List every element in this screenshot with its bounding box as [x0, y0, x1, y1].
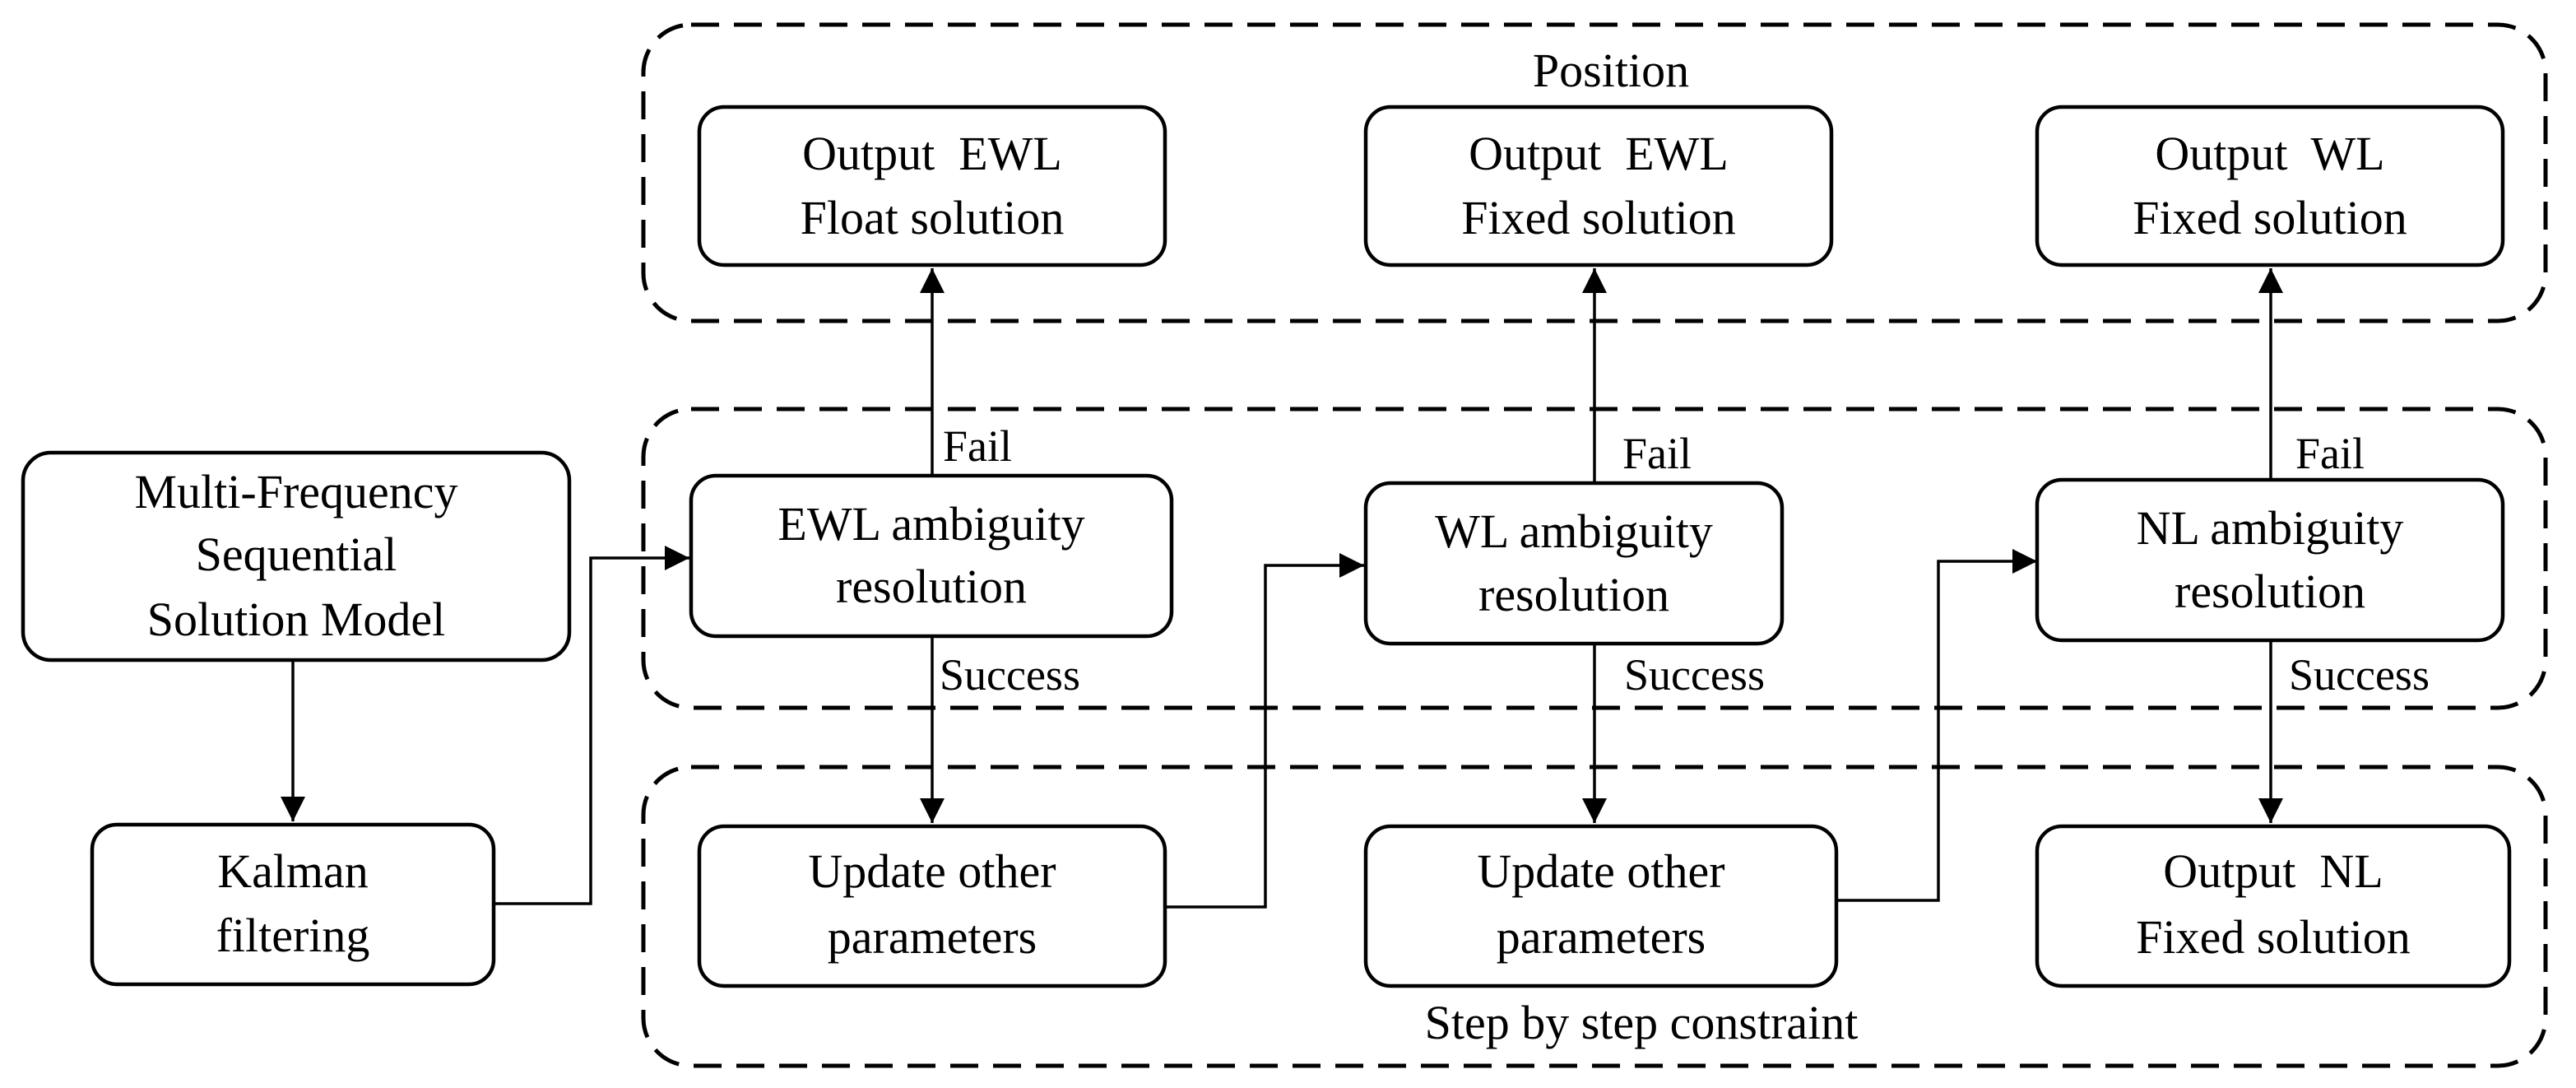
node-boxes — [21, 105, 2512, 988]
wl-ar-line-1: WL ambiguity — [1435, 504, 1713, 558]
ewl-ar-line-1: EWL ambiguity — [777, 497, 1084, 551]
wl-fixed-line-1: Output WL — [2155, 127, 2384, 180]
update1-line-2: parameters — [828, 910, 1037, 964]
step-constraint-group-label: Step by step constraint — [1425, 996, 1859, 1049]
kalman-line-1: Kalman — [217, 844, 369, 898]
ewl-fixed-line-1: Output EWL — [1469, 127, 1729, 180]
ewl-ar-box — [689, 473, 1174, 639]
ewl-fixed-box — [1363, 105, 1834, 267]
arrow-update2-to-nl-ar — [1836, 549, 2037, 902]
nl-ar-line-1: NL ambiguity — [2137, 501, 2404, 555]
wl-fixed-line-2: Fixed solution — [2133, 191, 2407, 244]
success-label-wl: Success — [1624, 650, 1765, 700]
nl-fixed-box — [2035, 824, 2512, 988]
node-labels: Multi-Frequency Sequential Solution Mode… — [134, 127, 2410, 964]
update1-box — [697, 824, 1167, 988]
success-label-nl: Success — [2289, 650, 2430, 700]
success-label-ewl: Success — [940, 650, 1080, 700]
ewl-float-box — [697, 105, 1167, 267]
wl-ar-line-2: resolution — [1478, 568, 1669, 621]
model-line-3: Solution Model — [147, 593, 446, 646]
position-group-label: Position — [1533, 44, 1689, 97]
update2-line-1: Update other — [1477, 844, 1724, 898]
kalman-line-2: filtering — [216, 909, 370, 962]
update2-line-2: parameters — [1497, 910, 1706, 964]
nl-ar-box — [2035, 477, 2505, 643]
nl-ar-line-2: resolution — [2175, 565, 2365, 618]
fail-label-nl: Fail — [2295, 429, 2365, 478]
fail-label-ewl: Fail — [943, 421, 1012, 471]
ewl-float-line-2: Float solution — [801, 191, 1065, 244]
update1-line-1: Update other — [808, 844, 1056, 898]
fail-label-wl: Fail — [1622, 429, 1692, 478]
nl-fixed-line-2: Fixed solution — [2136, 910, 2411, 964]
ewl-float-line-1: Output EWL — [802, 127, 1062, 180]
ewl-ar-line-2: resolution — [836, 560, 1027, 613]
ewl-fixed-line-2: Fixed solution — [1461, 191, 1736, 244]
arrow-kalman-to-ewl-ar — [494, 546, 689, 905]
model-line-2: Sequential — [196, 528, 397, 581]
kalman-box — [90, 822, 496, 987]
connectors — [281, 268, 2283, 909]
nl-fixed-line-1: Output NL — [2163, 844, 2383, 898]
model-line-1: Multi-Frequency — [134, 465, 457, 518]
update2-box — [1363, 824, 1839, 988]
arrow-update1-to-wl-ar — [1165, 553, 1364, 909]
model-box — [21, 450, 572, 663]
wl-ar-box — [1363, 481, 1785, 646]
wl-fixed-box — [2035, 105, 2505, 267]
